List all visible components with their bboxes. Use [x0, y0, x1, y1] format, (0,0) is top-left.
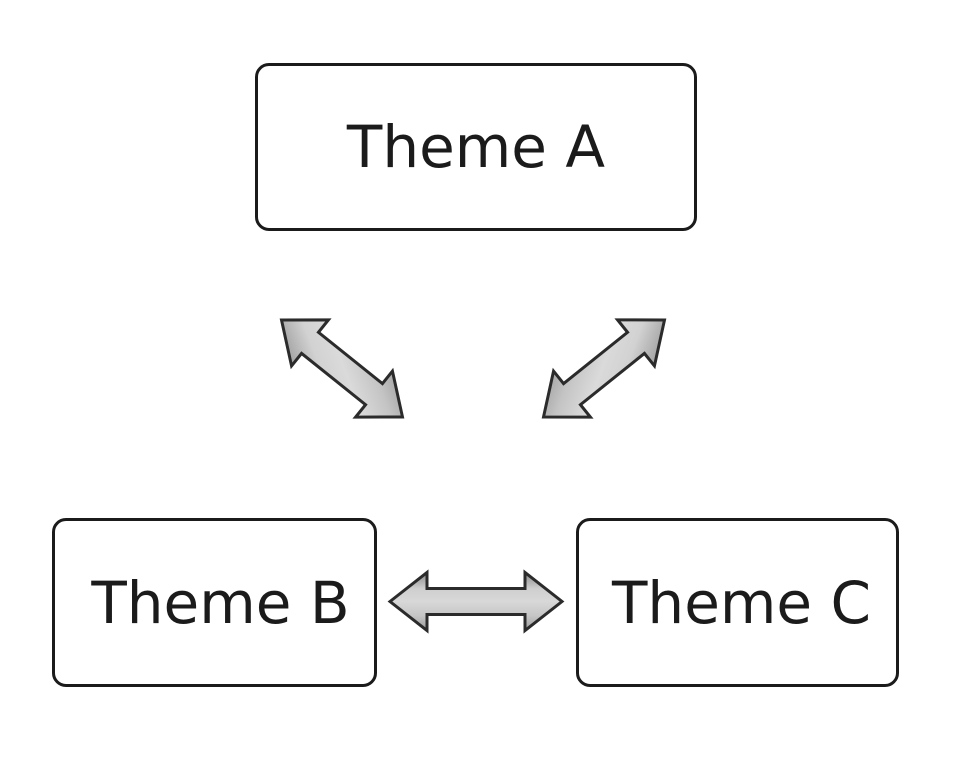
node-theme-b[interactable]: Theme B [52, 518, 377, 687]
node-theme-c[interactable]: Theme C [576, 518, 899, 687]
connector-theme-a-theme-b[interactable] [263, 297, 421, 440]
node-theme-b-label: Theme B [91, 568, 350, 637]
connector-theme-b-theme-c[interactable] [387, 569, 565, 634]
node-theme-a[interactable]: Theme A [255, 63, 697, 231]
node-theme-c-label: Theme C [612, 568, 871, 637]
connector-theme-a-theme-c[interactable] [525, 297, 683, 440]
node-theme-a-label: Theme A [346, 113, 606, 181]
